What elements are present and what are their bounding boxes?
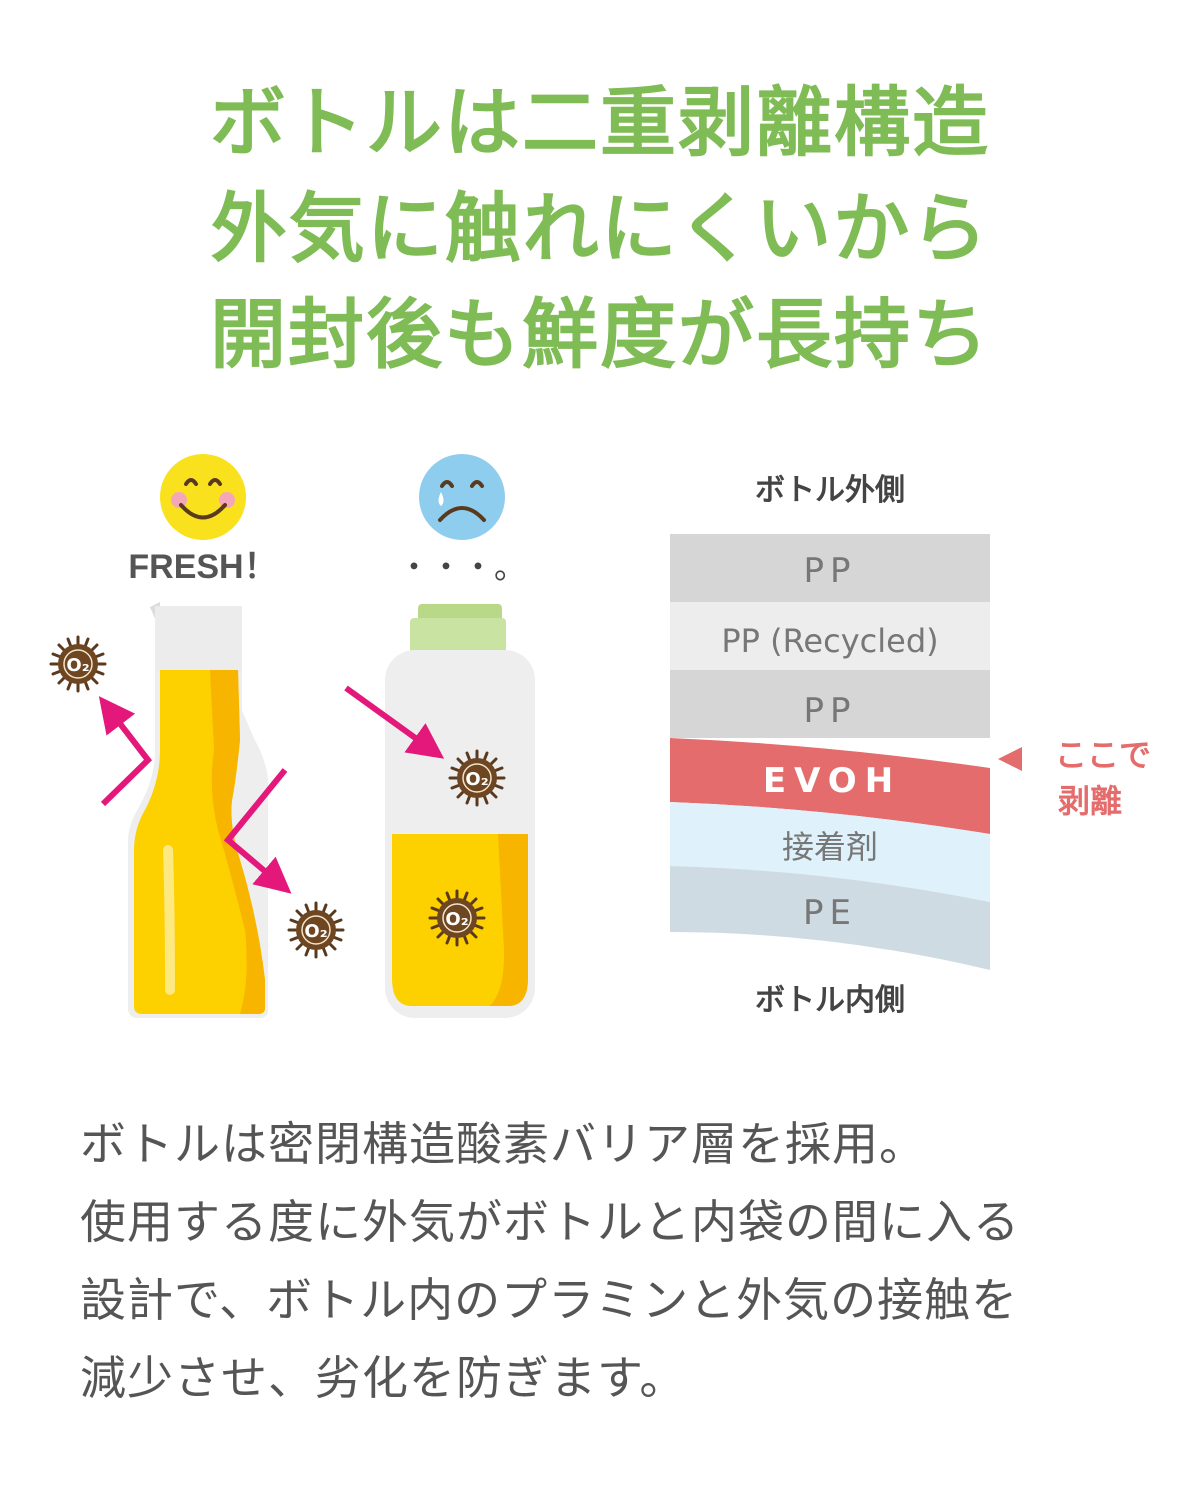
layer-label-pe: PE [803, 893, 857, 933]
fresh-bottle [128, 602, 268, 1018]
peel-label-2: 剥離 [1058, 782, 1122, 820]
layer-stack: PP PP (Recycled) PP EVOH 接着剤 PE [670, 534, 990, 970]
description-line-1: ボトルは密閉構造酸素バリア層を採用。 [80, 1117, 926, 1171]
oxygen-exit-arrow-2 [223, 768, 292, 894]
oxygen-flow-arrows [98, 685, 445, 894]
oxygen-icon: O₂ [448, 749, 506, 807]
layer-label-adhesive: 接着剤 [782, 828, 878, 866]
description: ボトルは密閉構造酸素バリア層を採用。 使用する度に外気がボトルと内袋の間に入る … [80, 1105, 1160, 1417]
layer-label-pp-1: PP [803, 551, 856, 591]
oxygen-icon: O₂ [49, 635, 107, 693]
peel-pointer-icon [998, 747, 1022, 771]
oxygen-label: O₂ [445, 909, 468, 930]
description-line-3: 設計で、ボトル内のプラミンと外気の接触を [80, 1273, 1019, 1327]
description-line-2: 使用する度に外気がボトルと内袋の間に入る [80, 1195, 1020, 1249]
layer-label-pp-recycled: PP (Recycled) [721, 622, 938, 660]
inside-label: ボトル内側 [755, 983, 905, 1018]
oxygen-icon: O₂ [428, 889, 486, 947]
layer-pp-2 [670, 670, 990, 738]
bottle-structure-diagram: FRESH！ ・・・。 O₂ O₂ O₂ O₂ ボトル外側 [49, 454, 1151, 1018]
headline-line-3: 開封後も鮮度が長持ち [210, 290, 990, 379]
oxygen-icon: O₂ [287, 901, 345, 959]
fresh-label: FRESH！ [128, 548, 277, 586]
layer-pe [670, 866, 990, 970]
peel-label-1: ここで [1055, 736, 1151, 774]
oxygen-label: O₂ [66, 655, 89, 676]
dots-label: ・・・。 [398, 548, 526, 586]
layer-label-evoh: EVOH [763, 761, 901, 801]
layer-label-pp-2: PP [803, 691, 856, 731]
oxygen-molecule-icons: O₂ O₂ O₂ O₂ [49, 635, 506, 959]
layer-adhesive [670, 802, 990, 902]
layer-evoh [670, 738, 990, 834]
standard-bottle [385, 604, 535, 1018]
layer-pp-1 [670, 534, 990, 602]
smiley-face-icon [160, 454, 246, 540]
headline-line-2: 外気に触れにくいから [210, 184, 990, 273]
headline: ボトルは二重剥離構造 外気に触れにくいから 開封後も鮮度が長持ち [0, 70, 1200, 388]
description-line-4: 減少させ、劣化を防ぎます。 [80, 1351, 687, 1405]
outside-label: ボトル外側 [755, 473, 905, 508]
oxygen-exit-arrow-1 [98, 696, 153, 807]
oxygen-label: O₂ [465, 769, 488, 790]
oxygen-label: O₂ [304, 921, 327, 942]
layer-pp-recycled [670, 602, 990, 670]
sad-face-icon [419, 454, 505, 540]
headline-line-1: ボトルは二重剥離構造 [210, 78, 990, 167]
oxygen-enter-arrow [344, 685, 445, 759]
